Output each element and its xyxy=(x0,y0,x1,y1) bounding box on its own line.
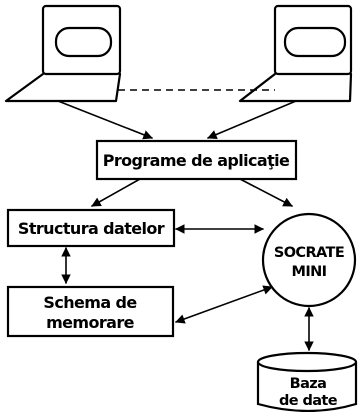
terminal-right-icon xyxy=(238,4,353,103)
database-cylinder-icon: Baza de date xyxy=(256,351,358,412)
arrow-schema-socrate xyxy=(175,285,273,324)
data-structure-node: Structura datelor xyxy=(6,208,176,248)
app-programs-node: Programe de aplicaţie xyxy=(95,139,298,181)
storage-schema-node: Schema de memorare xyxy=(6,285,175,338)
app-programs-label: Programe de aplicaţie xyxy=(103,151,290,170)
arrow-programs-to-socrate xyxy=(239,178,293,207)
database-label-1: Baza xyxy=(290,376,327,392)
terminal-left-icon xyxy=(4,4,122,103)
storage-schema-label-2: memorare xyxy=(46,313,135,332)
socrate-label-1: SOCRATE xyxy=(274,245,344,261)
socrate-label-2: MINI xyxy=(292,264,327,280)
arrow-left-terminal-to-programs xyxy=(57,100,153,140)
arrow-programs-to-structure xyxy=(91,178,141,207)
database-label-2: de date xyxy=(279,393,338,409)
socrate-mini-node: SOCRATE MINI xyxy=(261,212,357,308)
arrow-right-terminal-to-programs xyxy=(207,100,297,140)
storage-schema-label-1: Schema de xyxy=(43,293,137,312)
data-structure-label: Structura datelor xyxy=(18,219,165,238)
